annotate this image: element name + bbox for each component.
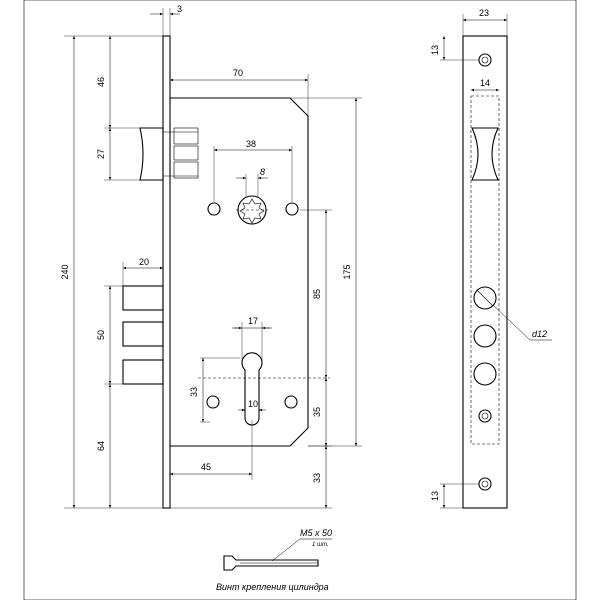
- dim-cylinder-screw-spacing: 33: [189, 387, 199, 397]
- dim-latch-height: 27: [96, 149, 106, 159]
- dim-center-distance: 85: [312, 289, 322, 299]
- handle-section: [207, 195, 299, 225]
- dim-bolt-span: 50: [96, 330, 106, 340]
- cylinder-section: [198, 352, 330, 426]
- dim-bottom-to-cyl: 64: [96, 441, 106, 451]
- screw-icon: [223, 555, 319, 571]
- lock-case: [170, 97, 309, 447]
- dim-bolt-throw: 20: [139, 257, 149, 267]
- latch-bolt: [139, 127, 199, 181]
- dim-cylinder-width: 17: [248, 316, 258, 326]
- dim-faceplate-thickness: 3: [177, 4, 182, 14]
- cylinder-screw: M5 x 50 1 шт. Винт крепления цилиндра: [216, 528, 332, 592]
- dim-top-to-latch: 46: [96, 77, 106, 87]
- dead-bolts: [122, 285, 164, 385]
- dim-latch-width: 14: [480, 78, 490, 88]
- spindle-star-icon: [239, 198, 265, 224]
- front-view: 3 70 240 46 27 38 8 175: [60, 4, 362, 509]
- drawing-frame: [23, 0, 577, 600]
- dim-cylinder-slot: 10: [248, 399, 258, 409]
- screw-label: M5 x 50: [300, 528, 332, 538]
- dim-top-screw: 13: [430, 45, 440, 55]
- dim-total-height: 240: [60, 264, 70, 279]
- dim-handle-spacing: 38: [246, 139, 256, 149]
- faceplate: [162, 35, 171, 509]
- cylinder-profile: [241, 352, 263, 426]
- hidden-outline: [470, 95, 500, 445]
- screw-quantity: 1 шт.: [312, 542, 329, 548]
- faceplate-side: [462, 35, 508, 509]
- dim-spindle-size: 8: [260, 167, 265, 177]
- dim-case-depth: 70: [233, 68, 243, 78]
- screw-caption: Винт крепления цилиндра: [216, 582, 329, 592]
- dim-cylinder-backset: 45: [201, 462, 211, 472]
- latch-opening: [471, 127, 499, 181]
- dim-bottom-screw: 13: [430, 491, 440, 501]
- side-view: 23 13 14 d12 13: [430, 8, 552, 509]
- dim-faceplate-width: 23: [479, 8, 489, 18]
- dim-bolt-diameter: d12: [532, 329, 547, 339]
- dim-cyl-to-bottom-35: 35: [312, 407, 322, 417]
- dim-cyl-to-bottom-33: 33: [312, 473, 322, 483]
- dim-backset: 175: [342, 264, 352, 279]
